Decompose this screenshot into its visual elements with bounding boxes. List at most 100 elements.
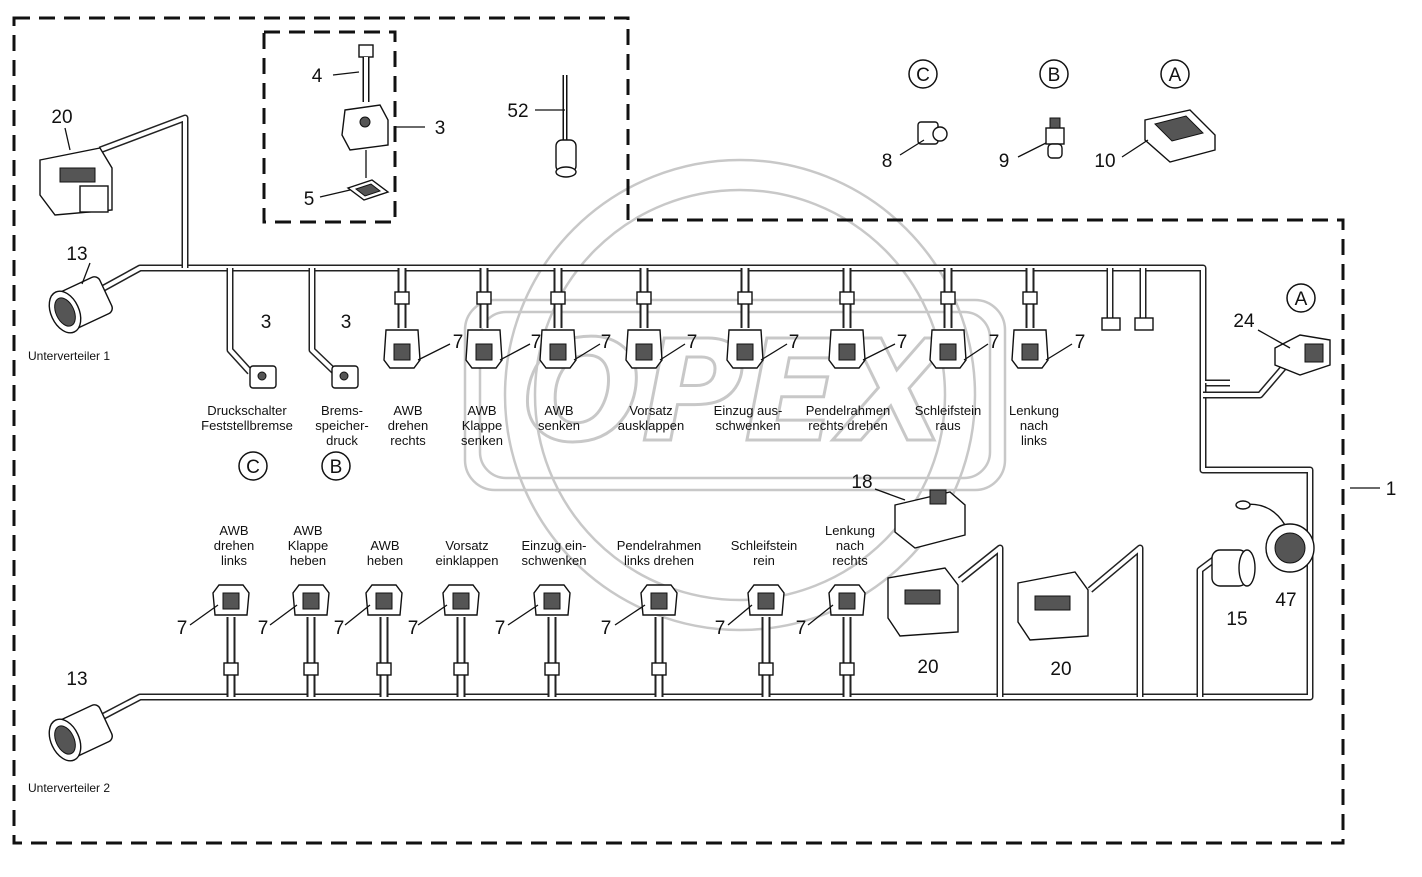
plug-20-top-left (39, 147, 113, 216)
valve-plug (533, 584, 571, 697)
callout-7: 7 (453, 332, 464, 353)
callout-7: 7 (897, 332, 908, 353)
sensor-part-9 (1045, 117, 1065, 159)
letter-circle (1039, 59, 1069, 89)
callout-7: 7 (258, 618, 269, 639)
callout-3: 3 (435, 118, 446, 139)
callout-7: 7 (1075, 332, 1086, 353)
leader-lines (64, 71, 1380, 626)
seal-part-5 (346, 179, 390, 201)
callout-10: 10 (1094, 151, 1115, 172)
callout-7: 7 (531, 332, 542, 353)
valve-plug (442, 584, 480, 697)
callout-3: 3 (341, 312, 352, 333)
valve-plug (747, 584, 785, 697)
label-unterverteiler-1: Unterverteiler 1 (28, 349, 110, 363)
callout-20: 20 (1050, 659, 1071, 680)
function-label: Brems-speicher-druck (315, 403, 368, 448)
sensor-part-8 (917, 121, 948, 145)
callout-9: 9 (999, 151, 1010, 172)
callout-7: 7 (601, 332, 612, 353)
callout-18: 18 (851, 472, 872, 493)
letter-c-mid: C (246, 457, 260, 478)
bottom-valve-plugs (212, 584, 866, 697)
circled-letters: C B A C B A (238, 59, 1316, 481)
callout-13: 13 (66, 669, 87, 690)
valve-plug (726, 268, 764, 369)
cap-part-47 (1235, 500, 1315, 573)
callout-20: 20 (917, 657, 938, 678)
letter-a-top: A (1169, 65, 1182, 86)
connector-part-24 (1274, 334, 1331, 376)
callout-7: 7 (495, 618, 506, 639)
letter-b-top: B (1048, 65, 1061, 86)
letter-circle (1160, 59, 1190, 89)
valve-plug (383, 268, 421, 369)
harness-wires (98, 114, 1314, 722)
letter-c-top: C (916, 65, 930, 86)
callout-7: 7 (408, 618, 419, 639)
valve-plug (539, 268, 577, 369)
callout-15: 15 (1226, 609, 1247, 630)
pressure-switch-3-right (331, 365, 359, 389)
valve-plug (292, 584, 330, 697)
callout-7: 7 (796, 618, 807, 639)
callout-7: 7 (989, 332, 1000, 353)
valve-plug (1011, 268, 1049, 369)
round-connector-13-bottom (48, 704, 113, 762)
label-unterverteiler-2: Unterverteiler 2 (28, 781, 110, 795)
valve-plug (640, 584, 678, 697)
callout-1: 1 (1386, 479, 1397, 500)
control-box-part-10 (1144, 109, 1216, 163)
cable-part-52 (555, 75, 577, 178)
callout-5: 5 (304, 189, 315, 210)
valve-plug (828, 584, 866, 697)
callout-3: 3 (261, 312, 272, 333)
plug-20-bottom-1 (887, 567, 959, 637)
callout-20: 20 (51, 107, 72, 128)
assembly-boundary (12, 16, 1345, 845)
callout-7: 7 (601, 618, 612, 639)
letter-circle (321, 451, 351, 481)
callout-7: 7 (334, 618, 345, 639)
valve-plug (212, 584, 250, 697)
callout-24: 24 (1233, 311, 1255, 332)
callout-8: 8 (882, 151, 893, 172)
letter-circle (238, 451, 268, 481)
function-label: Einzug ein-schwenken (521, 538, 586, 568)
valve-plug (625, 268, 663, 369)
valve-plug (365, 584, 403, 697)
plug-part-18 (894, 489, 966, 549)
valve-plug (929, 268, 967, 369)
letter-circle (1286, 283, 1316, 313)
valve-plug (465, 268, 503, 369)
plug-part-3 (341, 104, 389, 178)
callout-numbers: 1 4 3 5 52 8 9 10 20 13 3 3 24 18 15 47 … (51, 66, 1396, 690)
plug-20-bottom-2 (1017, 571, 1089, 641)
callout-52: 52 (507, 101, 528, 122)
round-connector-13-top (48, 276, 113, 334)
top-valve-plugs (383, 268, 1049, 369)
callout-7: 7 (177, 618, 188, 639)
letter-b-mid: B (330, 457, 343, 478)
letter-a-right: A (1295, 289, 1308, 310)
pressure-switch-3-left (249, 365, 277, 389)
letter-circle (908, 59, 938, 89)
